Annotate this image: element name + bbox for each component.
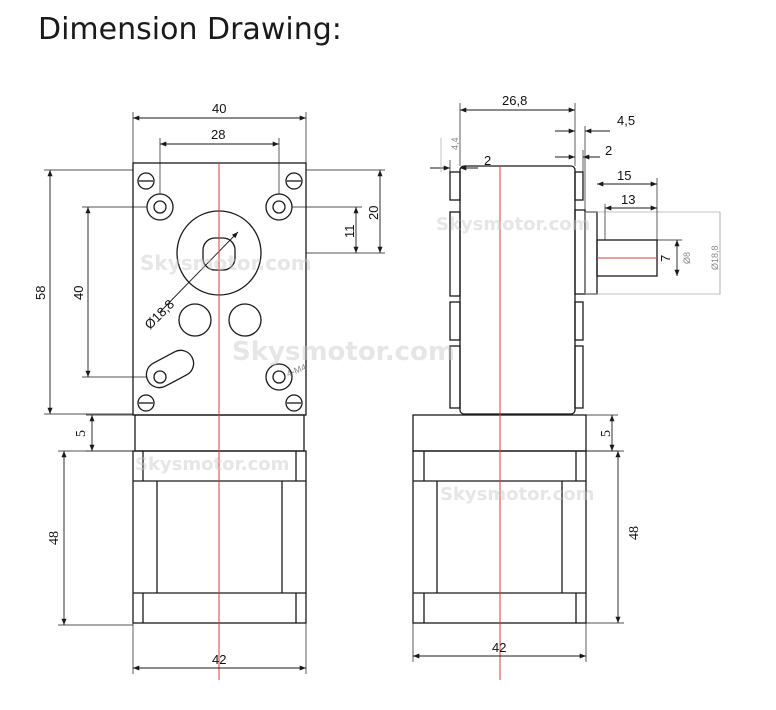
- side-flange-left-3: [449, 301, 461, 341]
- dim-motor-height-48-label: 48: [47, 531, 62, 545]
- dim-width-40-label: 40: [212, 101, 226, 116]
- dim-offset-11-label: 11: [342, 225, 357, 239]
- watermark: Skysmotor.com: [436, 214, 590, 235]
- side-flange-right-4: [574, 345, 584, 409]
- diameter-leader: [159, 231, 239, 313]
- corner-screw-top-right: [285, 172, 303, 190]
- dim-motor-offset-5-label: 5: [74, 430, 89, 437]
- side-flange-right-3: [574, 301, 584, 341]
- side-flange-right-1: [574, 171, 584, 201]
- mount-hole-top-left: [146, 193, 174, 221]
- side-flange-left-4: [449, 345, 461, 409]
- dim-side-motor-offset-5-label: 5: [599, 430, 614, 437]
- dim-side-2-right-label: 2: [605, 143, 612, 158]
- side-gearbox-body: [459, 165, 576, 415]
- dim-offset-20-label: 20: [366, 206, 381, 220]
- dim-hole-spacing-28-label: 28: [211, 127, 225, 142]
- corner-screw-top-left: [137, 172, 155, 190]
- dim-motor-width-42-label: 42: [212, 652, 226, 667]
- mount-hole-bottom-left: [145, 349, 195, 389]
- dim-side-15-label: 15: [617, 168, 631, 183]
- corner-screw-bottom-left: [137, 394, 155, 412]
- side-view: 26,8 4,5 2 2 4,4 15 13 7 Ø8 Ø18,8: [412, 93, 721, 680]
- dim-side-dia-18-8-label: Ø18,8: [710, 245, 720, 270]
- extra-hole-left: [178, 303, 212, 337]
- side-flange-left-2: [449, 211, 461, 297]
- dim-side-4-5-label: 4,5: [617, 113, 635, 128]
- dim-side-motor-width-42-label: 42: [492, 640, 506, 655]
- dim-side-motor-height-48-label: 48: [627, 526, 642, 540]
- dim-side-width-26-8-label: 26,8: [502, 93, 527, 108]
- dim-side-13-label: 13: [621, 192, 635, 207]
- watermark: Skysmotor.com: [135, 454, 289, 475]
- diameter-label: Ø18,8: [142, 296, 178, 332]
- watermark: Skysmotor.com: [232, 337, 455, 367]
- watermark: Skysmotor.com: [140, 251, 312, 275]
- watermark: Skysmotor.com: [440, 484, 594, 505]
- corner-screw-bottom-right: [285, 394, 303, 412]
- page-title: Dimension Drawing:: [38, 12, 342, 47]
- dim-side-4-4-label: 4,4: [450, 137, 460, 150]
- extra-hole-right: [228, 303, 262, 337]
- mount-hole-bottom-right: [265, 363, 293, 391]
- dim-hole-vertical-40-label: 40: [71, 286, 86, 300]
- mount-hole-top-right: [265, 193, 293, 221]
- front-view: Ø18,8 4-M4 40 28 58 40: [33, 101, 385, 680]
- side-flange-left-1: [449, 171, 461, 201]
- dim-side-dia-8-label: Ø8: [682, 252, 692, 264]
- dim-height-58-label: 58: [33, 286, 48, 300]
- dim-side-2-left-label: 2: [484, 153, 491, 168]
- dim-side-7-label: 7: [658, 255, 673, 262]
